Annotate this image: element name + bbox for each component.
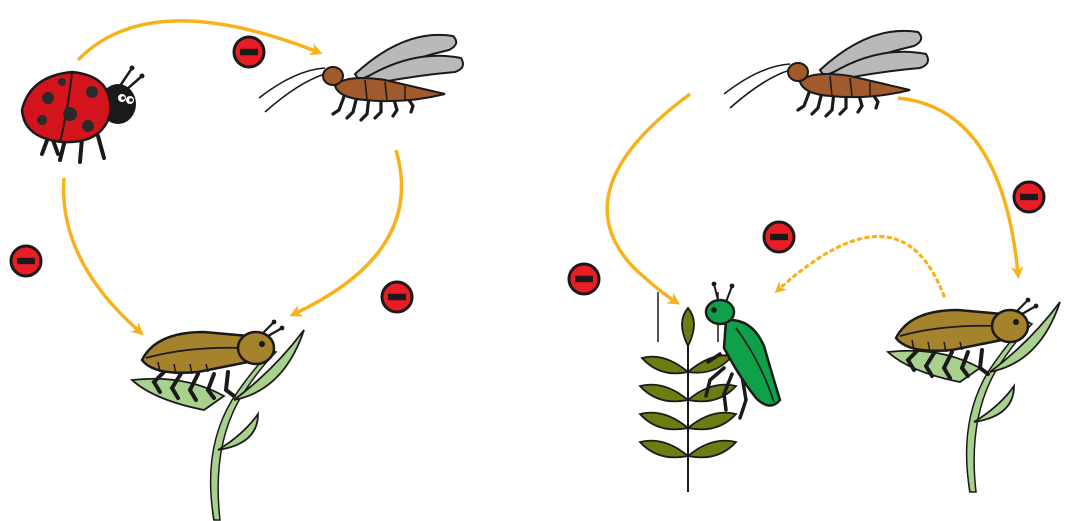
arrow-wasp-to-beetle (898, 98, 1018, 274)
ladybug-icon (22, 66, 145, 163)
inhibit-badge-wasp-green-insect (569, 264, 599, 294)
arrow-ladybug-to-beetle (64, 178, 140, 332)
wasp-icon (259, 35, 463, 120)
inhibit-badge-wasp-beetle (1014, 182, 1044, 212)
right-panel (569, 31, 1060, 492)
inhibit-badge-wasp-beetle (382, 282, 412, 312)
left-panel (11, 21, 463, 520)
inhibit-badge-ladybug-beetle (11, 246, 41, 276)
wasp-icon (724, 31, 928, 116)
arrow-beetle-to-green-insect-dotted (778, 236, 944, 296)
inhibit-badge-dotted (764, 222, 794, 252)
inhibit-badge-ladybug-wasp (234, 37, 264, 67)
arrow-wasp-to-green-insect (607, 94, 690, 302)
arrow-ladybug-to-wasp (78, 21, 318, 60)
